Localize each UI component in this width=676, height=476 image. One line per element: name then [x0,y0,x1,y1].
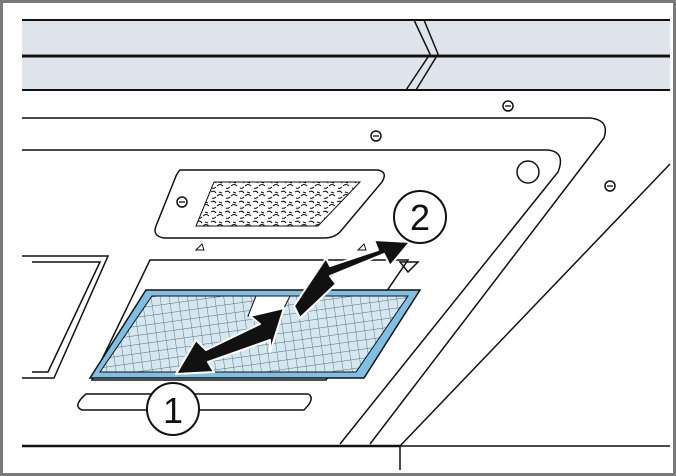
screw-slots [179,105,613,203]
top-vent [154,169,385,239]
arrow-push-icon [293,239,411,319]
step-2-number: 2 [409,197,431,238]
step-1-circle [146,382,200,436]
step-2-circle [393,190,447,244]
cabinet-band [22,19,670,91]
hood-panel [22,117,671,470]
step-1-number: 1 [162,390,184,431]
arrow-pull-icon [175,307,285,375]
